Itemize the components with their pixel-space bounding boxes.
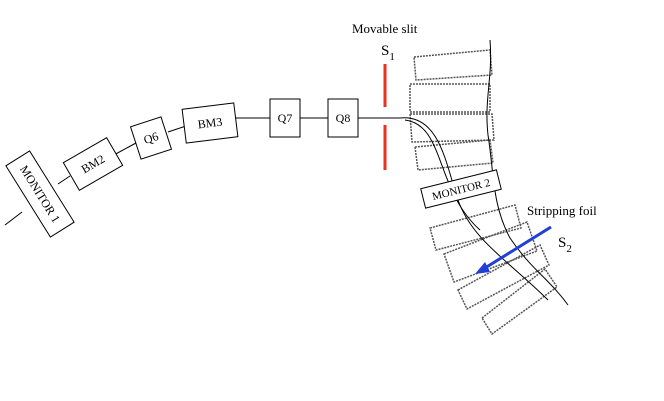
- bm3-magnet: BM3: [181, 102, 239, 144]
- monitor-2: MONITOR 2: [420, 169, 502, 209]
- magnet-block-3: [409, 113, 495, 143]
- bm2-magnet: BM2: [62, 136, 124, 192]
- q7-quadrupole: Q7: [269, 98, 301, 138]
- s1-sub: 1: [389, 51, 395, 63]
- spectrometer-magnets: [409, 49, 559, 336]
- q8-quadrupole: Q8: [327, 98, 359, 138]
- q7-label: Q7: [278, 111, 293, 125]
- s1-main: S: [381, 43, 389, 59]
- magnet-block-1: [413, 49, 493, 81]
- trajectory-1: [399, 117, 549, 301]
- q6-quadrupole: Q6: [129, 116, 173, 160]
- stripping-foil-label: Stripping foil: [527, 203, 597, 218]
- magnet-block-8: [481, 267, 559, 336]
- s1-label: S1: [381, 43, 395, 63]
- magnet-block-2: [409, 83, 491, 113]
- magnet-block-7: [457, 243, 550, 311]
- s2-sub: 2: [566, 243, 572, 255]
- stripping-foil-arrow: [475, 225, 552, 274]
- trajectory-3: [404, 119, 481, 231]
- q6-label: Q6: [142, 129, 160, 147]
- magnet-block-5: [429, 204, 522, 251]
- q8-label: Q8: [336, 111, 351, 125]
- magnet-block-4: [414, 139, 494, 171]
- movable-slit-label: Movable slit: [352, 21, 418, 36]
- s2-main: S: [558, 235, 566, 251]
- bm3-label: BM3: [197, 115, 223, 132]
- s2-label: S2: [558, 235, 572, 255]
